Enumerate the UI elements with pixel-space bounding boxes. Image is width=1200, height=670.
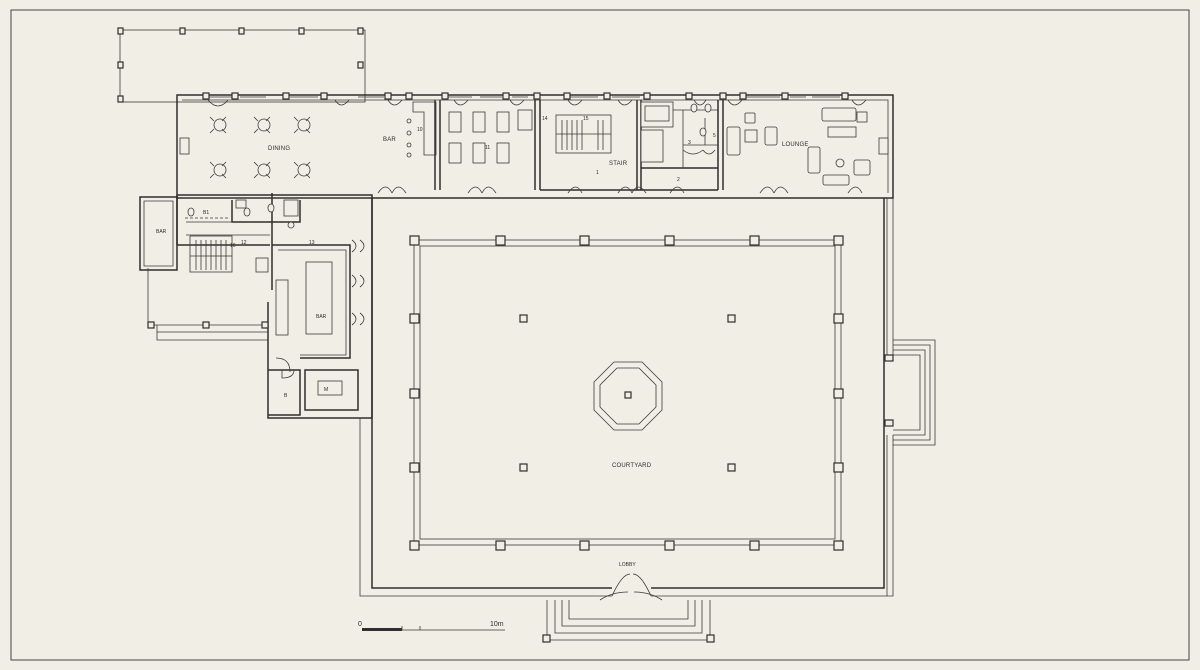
colonnade-column — [664, 235, 675, 246]
colonnade — [409, 235, 844, 551]
colonnade-column — [409, 540, 420, 551]
dining-tables — [209, 116, 311, 179]
room-number: B1 — [203, 210, 209, 216]
colonnade-column — [833, 540, 844, 551]
colonnade-column — [495, 540, 506, 551]
drawing-border — [10, 9, 1190, 661]
colonnade-column — [579, 540, 590, 551]
room-number: 14 — [542, 116, 548, 122]
west-wing-walls — [139, 193, 373, 419]
room-number: 5 — [713, 133, 716, 139]
label-bar-top: BAR — [383, 137, 396, 143]
courtyard-posts — [519, 314, 736, 472]
colonnade-column — [833, 313, 844, 324]
colonnade-column — [664, 540, 675, 551]
fountain — [593, 361, 663, 431]
label-bar-left: BAR — [156, 229, 167, 235]
colonnade-column — [833, 462, 844, 473]
room-number: 15 — [583, 116, 589, 122]
colonnade-column — [409, 388, 420, 399]
room-number: 3 — [688, 140, 691, 146]
bar-counter-top — [406, 101, 437, 158]
label-lobby: LOBBY — [619, 562, 636, 568]
label-lounge: LOUNGE — [782, 142, 809, 148]
colonnade-column — [495, 235, 506, 246]
colonnade-column — [409, 235, 420, 246]
room-number: B — [284, 393, 288, 399]
room-number: 2 — [677, 177, 680, 183]
room-number: 1 — [596, 170, 599, 176]
room-number: 10 — [417, 127, 423, 133]
room-number: M — [324, 387, 328, 393]
courtyard-walls — [359, 198, 894, 597]
label-stair: STAIR — [609, 161, 628, 167]
scale-bar: 0 10m — [358, 621, 505, 631]
scale-start-label: 0 — [358, 621, 362, 628]
lobby-entrance — [542, 573, 715, 643]
label-bar-mid: BAR — [316, 314, 327, 320]
wc-block-north — [673, 103, 718, 168]
colonnade-column — [409, 462, 420, 473]
colonnade-column — [409, 313, 420, 324]
room-number: 11 — [485, 145, 490, 151]
colonnade-column — [833, 235, 844, 246]
pergola-terrace — [117, 27, 366, 103]
lounge-furniture — [726, 107, 871, 186]
colonnade-column — [749, 540, 760, 551]
label-courtyard: COURTYARD — [612, 463, 652, 469]
scale-end-label: 10m — [490, 621, 504, 628]
colonnade-column — [749, 235, 760, 246]
north-wing-walls — [176, 92, 894, 199]
east-steps — [893, 339, 936, 446]
room-number: 13 — [309, 240, 315, 246]
label-dining: DINING — [268, 146, 290, 152]
stair-top — [555, 101, 674, 163]
room-number: 16 — [230, 243, 236, 249]
room-number: 12 — [241, 240, 247, 246]
colonnade-column — [833, 388, 844, 399]
meeting-tables — [448, 109, 533, 164]
colonnade-column — [579, 235, 590, 246]
